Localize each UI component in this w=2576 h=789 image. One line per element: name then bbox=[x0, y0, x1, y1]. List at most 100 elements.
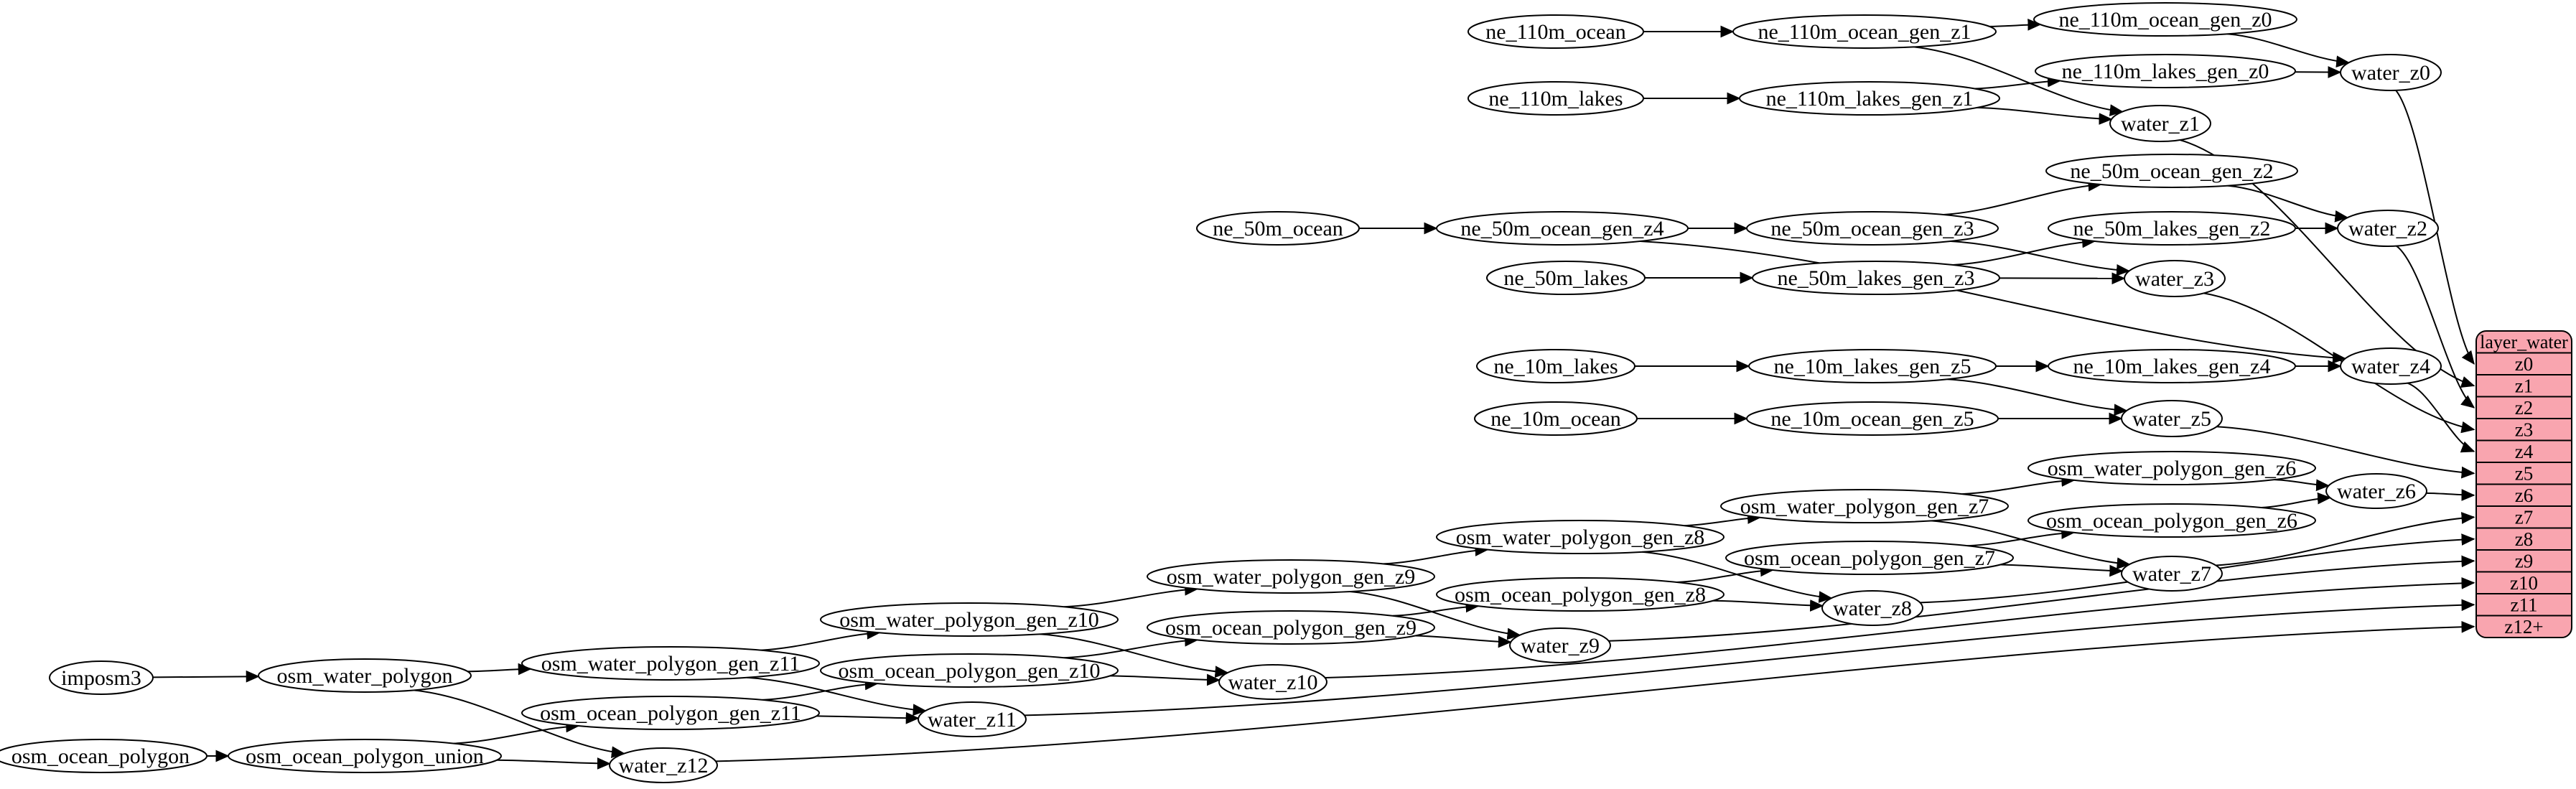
node-ellipse-osm_ocean_polygon_gen_z10 bbox=[820, 653, 1119, 688]
edge-osm_ocean_polygon_gen_z7-osm_ocean_polygon_gen_z6 bbox=[1967, 527, 2076, 547]
node-label-water_z6: water_z6 bbox=[2337, 480, 2416, 503]
node-ellipse-ne_50m_lakes bbox=[1486, 261, 1646, 295]
node-label-ne_50m_ocean_gen_z3: ne_50m_ocean_gen_z3 bbox=[1770, 217, 1974, 241]
node-label-ne_110m_lakes_gen_z0: ne_110m_lakes_gen_z0 bbox=[2062, 60, 2269, 83]
node-ellipse-osm_water_polygon_gen_z9 bbox=[1147, 559, 1435, 594]
edge-osm_ocean_polygon_gen_z11-osm_ocean_polygon_gen_z10 bbox=[762, 678, 879, 701]
node-ellipse-ne_50m_lakes_gen_z2 bbox=[2048, 211, 2296, 246]
edge-imposm3-osm_water_polygon bbox=[152, 670, 260, 683]
node-ne_110m_ocean_gen_z1: ne_110m_ocean_gen_z1 bbox=[1732, 14, 1997, 49]
node-ellipse-osm_ocean_polygon_gen_z6 bbox=[2027, 503, 2316, 538]
node-label-osm_ocean_polygon_union: osm_ocean_polygon_union bbox=[246, 744, 484, 768]
node-label-imposm3: imposm3 bbox=[61, 666, 141, 690]
node-label-ne_50m_lakes: ne_50m_lakes bbox=[1503, 266, 1628, 290]
node-ne_10m_lakes_gen_z5: ne_10m_lakes_gen_z5 bbox=[1748, 349, 1997, 383]
node-ellipse-osm_water_polygon_gen_z7 bbox=[1720, 489, 2009, 523]
node-water_z6: water_z6 bbox=[2325, 473, 2427, 509]
edge-layer bbox=[152, 18, 2475, 770]
node-ellipse-water_z3 bbox=[2124, 260, 2226, 297]
node-label-osm_ocean_polygon_gen_z9: osm_ocean_polygon_gen_z9 bbox=[1165, 616, 1417, 640]
edge-osm_water_polygon_gen_z7-water_z7 bbox=[1931, 520, 2131, 569]
edge-water_z11-layer_water-z11 bbox=[1024, 599, 2475, 716]
edge-ne_50m_ocean_gen_z2-water_z2 bbox=[2227, 185, 2349, 223]
node-osm_water_polygon_gen_z11: osm_water_polygon_gen_z11 bbox=[521, 646, 820, 681]
node-water_z2: water_z2 bbox=[2337, 210, 2439, 247]
node-ne_10m_lakes: ne_10m_lakes bbox=[1476, 349, 1635, 383]
edge-osm_water_polygon-osm_water_polygon_gen_z11 bbox=[467, 663, 532, 676]
table-row-z4: z4 bbox=[2515, 441, 2534, 462]
node-osm_water_polygon_gen_z8: osm_water_polygon_gen_z8 bbox=[1436, 520, 1725, 554]
node-label-ne_10m_ocean: ne_10m_ocean bbox=[1490, 407, 1621, 431]
node-ellipse-ne_10m_ocean_gen_z5 bbox=[1746, 401, 1999, 436]
node-water_z11: water_z11 bbox=[918, 701, 1027, 737]
node-label-osm_water_polygon_gen_z11: osm_water_polygon_gen_z11 bbox=[541, 652, 800, 676]
node-ellipse-osm_ocean_polygon_gen_z7 bbox=[1725, 541, 2014, 575]
node-label-ne_110m_ocean: ne_110m_ocean bbox=[1485, 20, 1625, 44]
edge-osm_water_polygon_gen_z9-osm_water_polygon_gen_z8 bbox=[1383, 544, 1489, 565]
table-row-z9: z9 bbox=[2515, 550, 2533, 571]
edge-osm_water_polygon_gen_z9-water_z9 bbox=[1349, 591, 1521, 640]
node-label-water_z5: water_z5 bbox=[2132, 407, 2211, 431]
node-label-ne_110m_ocean_gen_z0: ne_110m_ocean_gen_z0 bbox=[2058, 8, 2272, 32]
edge-osm_ocean_polygon_union-osm_ocean_polygon_gen_z11 bbox=[453, 720, 580, 744]
node-ellipse-water_z8 bbox=[1821, 590, 1923, 626]
table-row-z5: z5 bbox=[2515, 462, 2533, 484]
edge-osm_water_polygon_gen_z8-osm_water_polygon_gen_z7 bbox=[1684, 512, 1762, 527]
edge-water_z7-layer_water-z7 bbox=[2216, 512, 2475, 566]
node-label-ne_50m_lakes_gen_z2: ne_50m_lakes_gen_z2 bbox=[2073, 217, 2271, 241]
node-label-water_z3: water_z3 bbox=[2135, 267, 2214, 291]
node-osm_ocean_polygon_gen_z6: osm_ocean_polygon_gen_z6 bbox=[2027, 503, 2316, 538]
node-ellipse-osm_water_polygon_gen_z6 bbox=[2027, 451, 2316, 485]
node-osm_water_polygon_gen_z6: osm_water_polygon_gen_z6 bbox=[2027, 451, 2316, 485]
node-ellipse-water_z1 bbox=[2109, 105, 2211, 142]
table-row-z0: z0 bbox=[2515, 353, 2533, 375]
node-water_z7: water_z7 bbox=[2121, 556, 2223, 592]
edge-osm_ocean_polygon_gen_z11-water_z11 bbox=[816, 711, 920, 724]
table-row-z1: z1 bbox=[2515, 375, 2533, 396]
node-label-osm_ocean_polygon_gen_z10: osm_ocean_polygon_gen_z10 bbox=[839, 659, 1101, 683]
node-label-ne_50m_ocean_gen_z2: ne_50m_ocean_gen_z2 bbox=[2070, 159, 2273, 183]
edge-ne_50m_ocean_gen_z3-ne_50m_ocean_gen_z2 bbox=[1943, 179, 2102, 215]
node-ne_50m_ocean_gen_z4: ne_50m_ocean_gen_z4 bbox=[1436, 211, 1689, 246]
edge-osm_ocean_polygon_union-water_z12 bbox=[496, 757, 611, 770]
node-osm_ocean_polygon_gen_z8: osm_ocean_polygon_gen_z8 bbox=[1436, 577, 1725, 612]
edge-water_z12-layer_water-z12+ bbox=[715, 620, 2475, 762]
edge-osm_water_polygon_gen_z10-water_z10 bbox=[1040, 633, 1229, 678]
table-row-z3: z3 bbox=[2515, 419, 2533, 440]
node-ellipse-water_z9 bbox=[1509, 627, 1611, 663]
node-label-osm_ocean_polygon_gen_z6: osm_ocean_polygon_gen_z6 bbox=[2046, 509, 2297, 533]
node-water_z0: water_z0 bbox=[2340, 54, 2442, 91]
table-row-z2: z2 bbox=[2515, 397, 2533, 419]
node-osm_ocean_polygon_union: osm_ocean_polygon_union bbox=[228, 739, 502, 773]
node-ellipse-ne_110m_ocean_gen_z0 bbox=[2033, 2, 2297, 37]
edge-ne_50m_lakes_gen_z3-ne_50m_lakes_gen_z2 bbox=[1953, 235, 2096, 266]
node-label-osm_ocean_polygon_gen_z7: osm_ocean_polygon_gen_z7 bbox=[1744, 546, 1995, 570]
node-ellipse-osm_ocean_polygon_gen_z8 bbox=[1436, 577, 1725, 612]
node-label-ne_10m_lakes_gen_z5: ne_10m_lakes_gen_z5 bbox=[1774, 355, 1971, 378]
node-ellipse-water_z7 bbox=[2121, 556, 2223, 592]
node-label-osm_water_polygon_gen_z9: osm_water_polygon_gen_z9 bbox=[1167, 565, 1416, 589]
node-ne_50m_ocean: ne_50m_ocean bbox=[1196, 211, 1360, 246]
node-label-water_z10: water_z10 bbox=[1228, 671, 1318, 694]
table-row-z12+: z12+ bbox=[2504, 616, 2543, 638]
node-label-osm_ocean_polygon: osm_ocean_polygon bbox=[11, 744, 190, 768]
edge-osm_water_polygon_gen_z11-water_z11 bbox=[747, 676, 927, 716]
node-osm_ocean_polygon_gen_z10: osm_ocean_polygon_gen_z10 bbox=[820, 653, 1119, 688]
node-ellipse-ne_110m_ocean_gen_z1 bbox=[1732, 14, 1997, 49]
node-ellipse-water_z5 bbox=[2121, 400, 2223, 437]
table-row-z6: z6 bbox=[2515, 485, 2533, 506]
node-osm_ocean_polygon_gen_z7: osm_ocean_polygon_gen_z7 bbox=[1725, 541, 2014, 575]
node-ne_10m_lakes_gen_z4: ne_10m_lakes_gen_z4 bbox=[2048, 349, 2296, 383]
node-ellipse-ne_10m_ocean bbox=[1474, 401, 1638, 436]
node-ellipse-water_z6 bbox=[2325, 473, 2427, 509]
node-ellipse-ne_50m_lakes_gen_z3 bbox=[1752, 261, 2000, 295]
node-ellipse-osm_ocean_polygon_gen_z11 bbox=[521, 696, 820, 730]
node-ellipse-osm_water_polygon_gen_z10 bbox=[820, 602, 1119, 637]
node-ellipse-osm_water_polygon_gen_z8 bbox=[1436, 520, 1725, 554]
node-ellipse-osm_ocean_polygon_union bbox=[228, 739, 502, 773]
edge-osm_ocean_polygon_gen_z8-water_z8 bbox=[1713, 599, 1824, 612]
node-ellipse-osm_water_polygon bbox=[258, 658, 472, 693]
node-ellipse-osm_ocean_polygon_gen_z9 bbox=[1147, 610, 1435, 645]
node-label-osm_ocean_polygon_gen_z8: osm_ocean_polygon_gen_z8 bbox=[1455, 583, 1706, 607]
